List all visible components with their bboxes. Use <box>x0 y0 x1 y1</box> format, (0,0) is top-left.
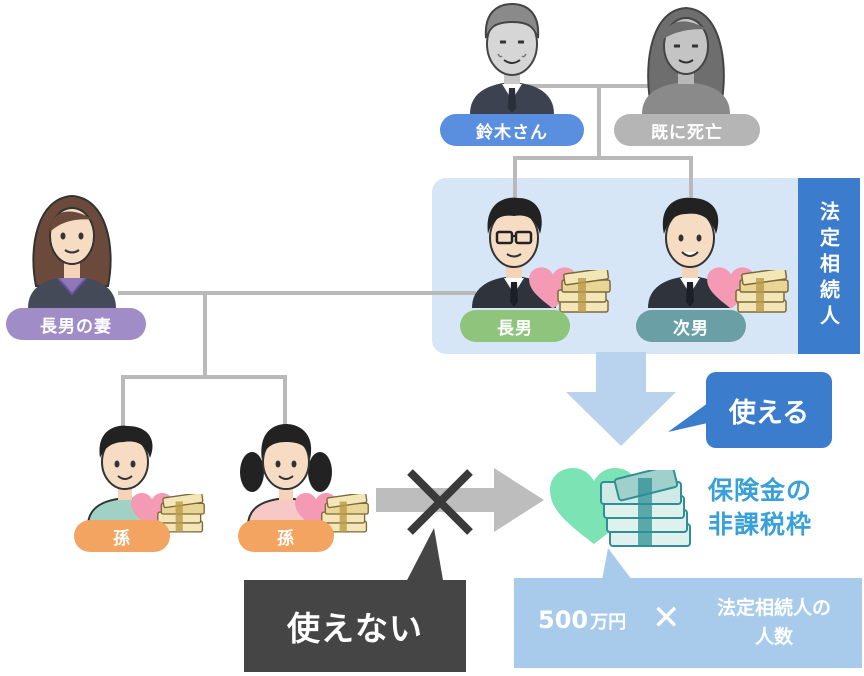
tree-line <box>597 86 601 158</box>
formula-multiplier-line2: 人数 <box>754 626 793 648</box>
formula-multiplier-line1: 法定相続人の <box>716 597 831 619</box>
eldest-son-label: 長男 <box>460 310 570 342</box>
tree-line <box>121 375 125 427</box>
tree-line <box>513 156 517 200</box>
deceased-label: 既に死亡 <box>614 114 760 146</box>
formula-operator: ✕ <box>652 598 681 638</box>
insurance-title-line1: 保険金の <box>708 476 813 505</box>
tree-line <box>516 156 692 160</box>
cannot-use-callout: 使えない <box>244 580 466 672</box>
money-stack-icon <box>557 270 611 313</box>
arrow-down-icon <box>566 352 676 446</box>
can-use-callout: 使える <box>706 372 832 448</box>
tree-line <box>283 375 287 427</box>
formula-multiplier: 法定相続人の 人数 <box>694 594 854 652</box>
can-use-text: 使える <box>728 397 810 429</box>
money-stack-icon <box>321 494 369 533</box>
wife-of-eldest-avatar <box>22 190 122 308</box>
formula-box: 500 万円 ✕ 法定相続人の 人数 <box>514 578 862 668</box>
insurance-title: 保険金の 非課税枠 <box>708 474 858 542</box>
deceased-avatar <box>636 0 736 114</box>
cannot-use-callout-tail <box>404 528 444 586</box>
grandchild-2-label: 孫 <box>238 520 334 552</box>
formula-amount: 500 <box>538 606 589 634</box>
formula-unit: 万円 <box>590 612 627 633</box>
second-son-avatar <box>642 192 738 308</box>
wife-of-eldest-label: 長男の妻 <box>6 308 146 340</box>
tree-line <box>689 156 693 200</box>
suzuki-avatar <box>464 0 560 114</box>
can-use-callout-tail <box>668 400 712 432</box>
insurance-title-line2: 非課税枠 <box>708 510 813 539</box>
second-son-label: 次男 <box>636 310 746 342</box>
arrow-right-icon <box>376 468 544 532</box>
money-stack-icon <box>157 494 205 533</box>
suzuki-label: 鈴木さん <box>440 114 584 146</box>
money-stack-icon <box>735 270 789 313</box>
legal-heirs-label: 法定相続人 <box>798 178 860 354</box>
tree-line <box>121 375 287 379</box>
formula-tail <box>602 548 632 580</box>
cannot-use-text: 使えない <box>287 609 423 648</box>
money-stack-icon <box>600 470 691 547</box>
grandchild-1-label: 孫 <box>74 520 170 552</box>
tree-line <box>516 84 692 88</box>
tree-line <box>118 291 476 295</box>
cross-mark-icon <box>407 469 473 535</box>
tree-line <box>203 291 207 377</box>
